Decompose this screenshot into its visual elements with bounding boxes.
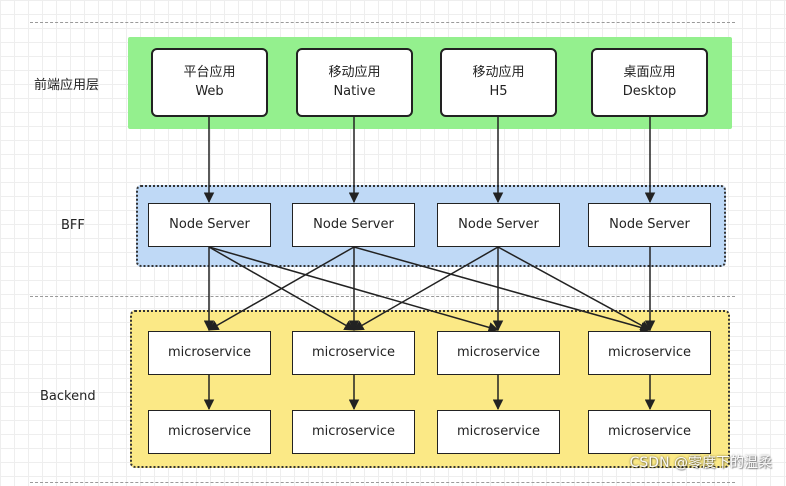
microservice-node[interactable]: microservice xyxy=(588,331,711,375)
app-node-web[interactable]: 平台应用 Web xyxy=(151,48,268,117)
app-node-subtitle: Desktop xyxy=(622,83,677,99)
microservice-node[interactable]: microservice xyxy=(292,331,415,375)
bff-node-server[interactable]: Node Server xyxy=(148,203,271,247)
app-node-subtitle: Web xyxy=(195,83,224,99)
frontend-layer-label: 前端应用层 xyxy=(34,78,100,93)
microservice-node[interactable]: microservice xyxy=(437,331,560,375)
app-node-title: 平台应用 xyxy=(183,65,236,81)
microservice-node[interactable]: microservice xyxy=(148,410,271,454)
arrow-bff-to-service xyxy=(353,246,499,331)
microservice-node[interactable]: microservice xyxy=(292,410,415,454)
microservice-label: microservice xyxy=(311,423,395,439)
microservice-label: microservice xyxy=(456,423,540,439)
bff-node-label: Node Server xyxy=(458,216,539,232)
app-node-subtitle: Native xyxy=(333,83,376,99)
csdn-watermark: CSDN @零度下的温柔 xyxy=(629,455,772,471)
app-node-title: 移动应用 xyxy=(472,65,525,81)
app-node-desktop[interactable]: 桌面应用 Desktop xyxy=(591,48,708,117)
bff-node-label: Node Server xyxy=(169,216,250,232)
app-node-subtitle: H5 xyxy=(489,83,508,99)
app-node-h5[interactable]: 移动应用 H5 xyxy=(440,48,557,117)
microservice-label: microservice xyxy=(456,344,540,360)
microservice-node[interactable]: microservice xyxy=(588,410,711,454)
backend-layer-label: Backend xyxy=(40,389,96,404)
bff-node-label: Node Server xyxy=(609,216,690,232)
bff-node-label: Node Server xyxy=(313,216,394,232)
divider-top xyxy=(30,22,735,23)
bff-node-server[interactable]: Node Server xyxy=(588,203,711,247)
bff-node-server[interactable]: Node Server xyxy=(292,203,415,247)
microservice-label: microservice xyxy=(167,423,251,439)
arrow-bff-to-service xyxy=(497,246,651,331)
microservice-label: microservice xyxy=(607,344,691,360)
arrow-bff-to-service xyxy=(208,246,355,331)
microservice-node[interactable]: microservice xyxy=(148,331,271,375)
microservice-label: microservice xyxy=(607,423,691,439)
app-node-title: 桌面应用 xyxy=(623,65,676,81)
arrow-bff-to-service xyxy=(353,246,652,333)
microservice-node[interactable]: microservice xyxy=(437,410,560,454)
bff-node-server[interactable]: Node Server xyxy=(437,203,560,247)
app-node-title: 移动应用 xyxy=(328,65,381,81)
microservice-label: microservice xyxy=(167,344,251,360)
divider-bottom xyxy=(30,482,735,483)
app-node-native[interactable]: 移动应用 Native xyxy=(296,48,413,117)
bff-layer-label: BFF xyxy=(61,218,85,233)
microservice-label: microservice xyxy=(311,344,395,360)
